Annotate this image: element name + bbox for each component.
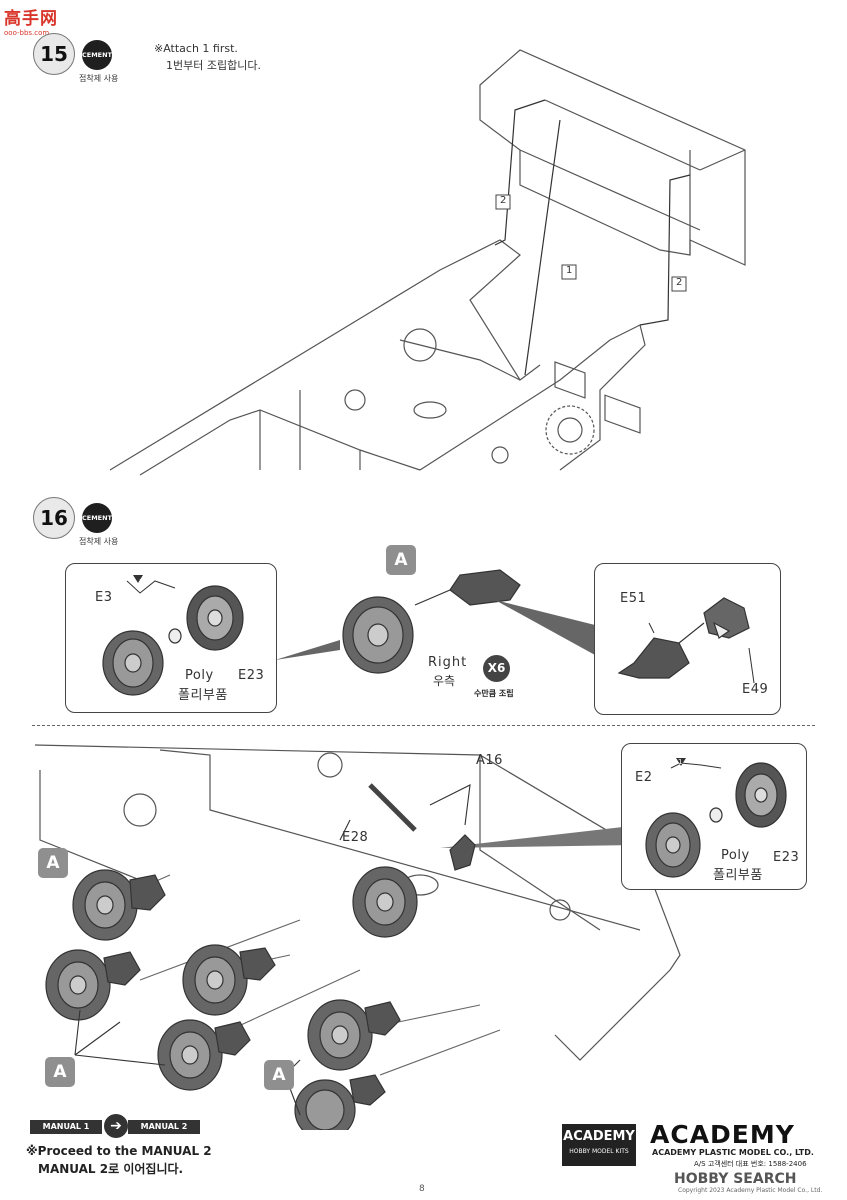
part-label-e51: E51 — [620, 591, 647, 606]
callout-a-top: A — [386, 545, 416, 575]
roadwheel-icon — [72, 869, 166, 941]
watermark-chars: 高手网 — [4, 9, 58, 29]
academy-box-logo: ACADEMY HOBBY MODEL KITS — [562, 1124, 636, 1166]
cement-icon-16: CEMENT — [82, 503, 112, 533]
hull-right-wall — [419, 324, 646, 471]
step-15-note: ※Attach 1 first. 1번부터 조립합니다. — [154, 40, 261, 74]
callout-a-lower-1: A — [38, 848, 68, 878]
page-number: 8 — [419, 1184, 425, 1194]
poly-label-en: Poly — [185, 668, 214, 683]
academy-box-sub: HOBBY MODEL KITS — [569, 1148, 629, 1155]
hobby-search-text: HOBBY SEARCH — [674, 1171, 797, 1187]
note-ko: 1번부터 조립합니다. — [166, 59, 261, 72]
part-label-e3: E3 — [95, 590, 113, 605]
center-wheel-diagram — [275, 569, 595, 674]
step-16-number: 16 — [33, 497, 75, 539]
marker-1-top: 1 — [139, 578, 144, 586]
hobby-search-logo: HOBBY SEARCH — [674, 1171, 796, 1187]
right-label-en: Right — [428, 655, 468, 670]
poly-label-ko-lower: 폴리부품 — [713, 868, 763, 883]
part-label-e28: E28 — [342, 830, 369, 845]
multiplier-label: 수만큼 조립 — [474, 689, 514, 698]
roadwheel-icon — [182, 944, 276, 1016]
wheel-pair-lower-diagram — [645, 758, 787, 878]
callout-a-lower-3: A — [264, 1060, 294, 1090]
wheel-pair-left-diagram — [102, 575, 244, 696]
part-label-a16: A16 — [476, 753, 503, 768]
roadwheel-icon — [307, 999, 401, 1071]
academy-brand: ACADEMY — [650, 1120, 795, 1149]
marker-1-lower: 1 — [678, 758, 683, 766]
service-number: A/S 고객센터 대표 번호: 1588-2406 — [694, 1160, 807, 1168]
arrow-right-icon: ➔ — [104, 1114, 128, 1138]
poly-label-ko: 폴리부품 — [178, 688, 228, 703]
pointer-boxes — [495, 194, 687, 292]
roadwheel-icon — [294, 1074, 386, 1130]
academy-box-title: ACADEMY — [563, 1129, 635, 1144]
callout-a-lower-2: A — [45, 1057, 75, 1087]
rear-plate — [479, 49, 746, 266]
lower-hull-diagram — [34, 744, 681, 1130]
proceed-note: ※Proceed to the MANUAL 2 MANUAL 2로 이어집니다… — [26, 1142, 212, 1178]
pointer-2b: 2 — [676, 277, 683, 288]
multiplier-badge: X6 — [483, 655, 510, 682]
poly-label-en-lower: Poly — [721, 848, 750, 863]
right-label-ko: 우측 — [433, 674, 456, 688]
hatch-ring-icon — [403, 328, 437, 362]
manual-2-badge: MANUAL 2 — [128, 1120, 200, 1134]
manual-1-badge: MANUAL 1 — [30, 1120, 102, 1134]
cement-icon: CEMENT — [82, 40, 112, 70]
pointer-1: 1 — [566, 265, 573, 276]
cement-label: 접착제 사용 — [79, 74, 119, 83]
roadwheel-icon — [352, 866, 418, 938]
proceed-ko: MANUAL 2로 이어집니다. — [38, 1162, 184, 1176]
pointer-2a: 2 — [500, 195, 507, 206]
roadwheel-icon — [45, 949, 141, 1021]
roadwheel-icon — [157, 1019, 251, 1091]
copyright: Copyright 2023 Academy Plastic Model Co.… — [678, 1187, 823, 1194]
sprocket-icon-lower — [123, 793, 157, 827]
bogie-arm-diagram — [617, 597, 755, 684]
proceed-en: ※Proceed to the MANUAL 2 — [26, 1144, 212, 1158]
step-15-hull-diagram — [109, 49, 746, 476]
cement-label-16: 접착제 사용 — [79, 537, 119, 546]
watermark-url: ooo-bbs.com — [4, 29, 50, 37]
part-label-e23-lower: E23 — [773, 850, 800, 865]
part-label-e2: E2 — [635, 770, 653, 785]
bogie-detail-box-right — [594, 563, 781, 715]
part-label-e49: E49 — [742, 682, 769, 697]
step-15-number: 15 — [33, 33, 75, 75]
note-en: ※Attach 1 first. — [154, 42, 238, 55]
section-divider — [32, 725, 815, 726]
part-label-e23-top: E23 — [238, 668, 265, 683]
sprocket-icon — [545, 405, 595, 455]
company-name: ACADEMY PLASTIC MODEL CO., LTD. — [652, 1148, 814, 1157]
watermark-logo: 高手网 ooo-bbs.com — [4, 4, 70, 37]
hull-front-floor — [139, 409, 421, 476]
